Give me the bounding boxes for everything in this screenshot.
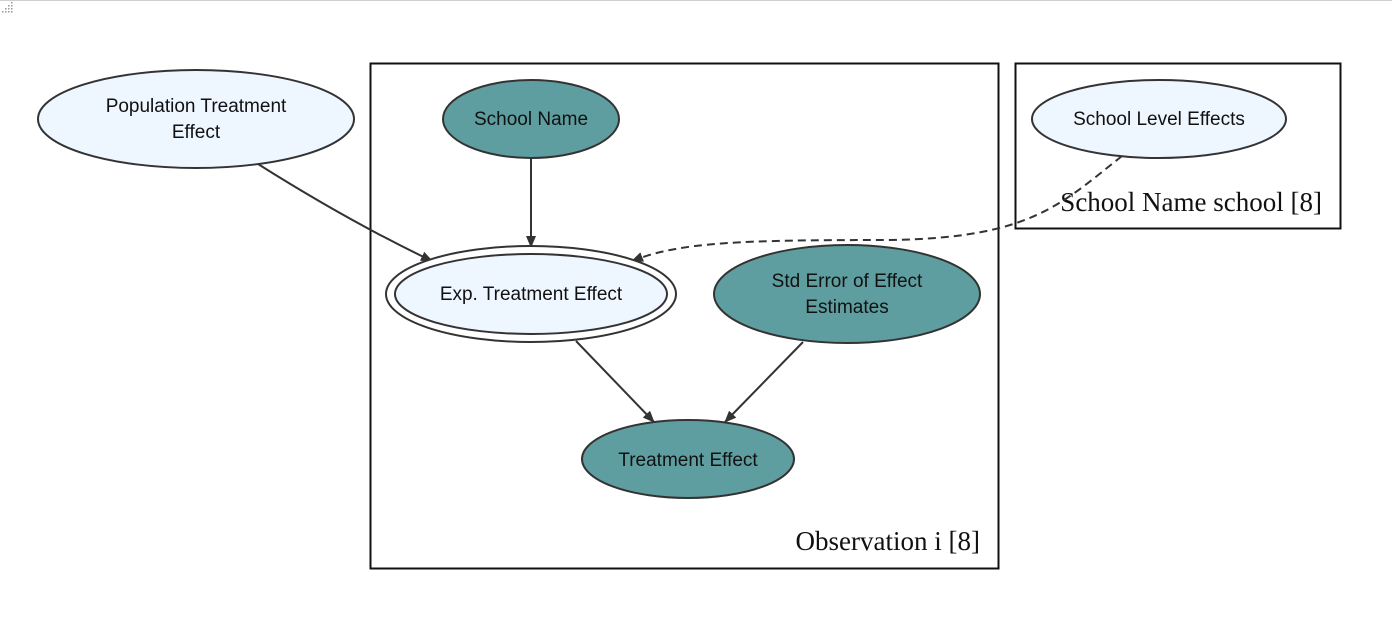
node-std-error: Std Error of Effect Estimates bbox=[713, 244, 981, 344]
node-population-label-1: Population Treatment bbox=[106, 96, 287, 117]
edge-school-effects-to-exp bbox=[631, 155, 1123, 262]
node-school-level-effects: School Level Effects bbox=[1031, 79, 1287, 159]
resize-grip-icon[interactable] bbox=[0, 0, 14, 14]
plate-observation: Observation i [8] bbox=[369, 62, 1000, 570]
node-treatment-effect: Treatment Effect bbox=[581, 419, 795, 499]
node-treatment-effect-label: Treatment Effect bbox=[618, 450, 758, 471]
node-school-name-label: School Name bbox=[474, 109, 588, 130]
plate-observation-label: Observation i [8] bbox=[796, 526, 980, 556]
edge-stderr-to-treatment bbox=[724, 341, 804, 423]
node-exp-treatment-label: Exp. Treatment Effect bbox=[440, 284, 623, 305]
plate-school-label: School Name school [8] bbox=[1060, 187, 1322, 217]
top-border bbox=[0, 0, 1392, 1]
node-school-name: School Name bbox=[442, 79, 620, 159]
edge-exp-to-treatment bbox=[575, 340, 655, 423]
node-school-level-effects-label: School Level Effects bbox=[1073, 109, 1245, 130]
edge-population-to-exp bbox=[257, 163, 433, 262]
node-population-treatment-effect: Population Treatment Effect bbox=[37, 69, 355, 169]
plate-school: School Name school [8] bbox=[1014, 62, 1342, 230]
node-population-label-2: Effect bbox=[172, 122, 221, 143]
node-std-error-label-2: Estimates bbox=[805, 297, 888, 318]
node-exp-treatment-effect: Exp. Treatment Effect bbox=[385, 245, 677, 343]
node-std-error-label-1: Std Error of Effect bbox=[772, 271, 923, 292]
